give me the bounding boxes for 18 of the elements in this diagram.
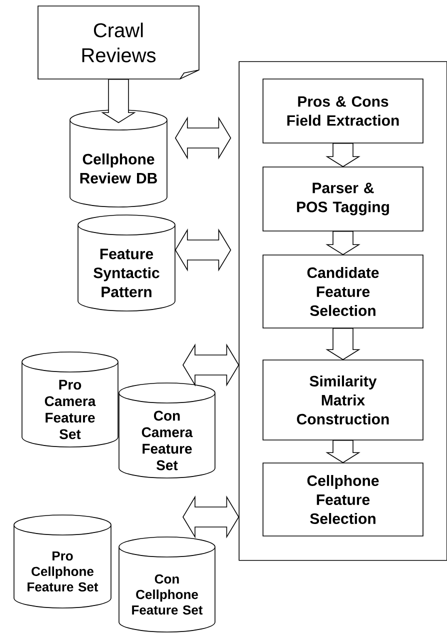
database-cylinder: Con Cellphone Feature Set: [118, 536, 216, 632]
double-block-arrow: [182, 344, 240, 386]
block-arrow: [326, 143, 360, 168]
process-box: Similarity Matrix Construction: [262, 360, 424, 440]
block-arrow: [326, 231, 360, 256]
database-cylinder: Cellphone Review DB: [70, 110, 168, 208]
process-box: Pros & Cons Field Extraction: [262, 78, 424, 144]
block-arrow: [326, 328, 360, 360]
process-box: Candidate Feature Selection: [262, 254, 424, 328]
database-cylinder: Pro Cellphone Feature Set: [14, 514, 112, 608]
database-cylinder: Pro Camera Feature Set: [22, 352, 118, 448]
double-block-arrow: [182, 496, 240, 538]
process-box: Cellphone Feature Selection: [262, 462, 424, 536]
database-cylinder: Feature Syntactic Pattern: [78, 214, 176, 312]
database-cylinder: Con Camera Feature Set: [118, 382, 216, 478]
process-box: Parser & POS Tagging: [262, 166, 424, 232]
block-arrow: [101, 79, 136, 124]
block-arrow: [326, 440, 360, 464]
